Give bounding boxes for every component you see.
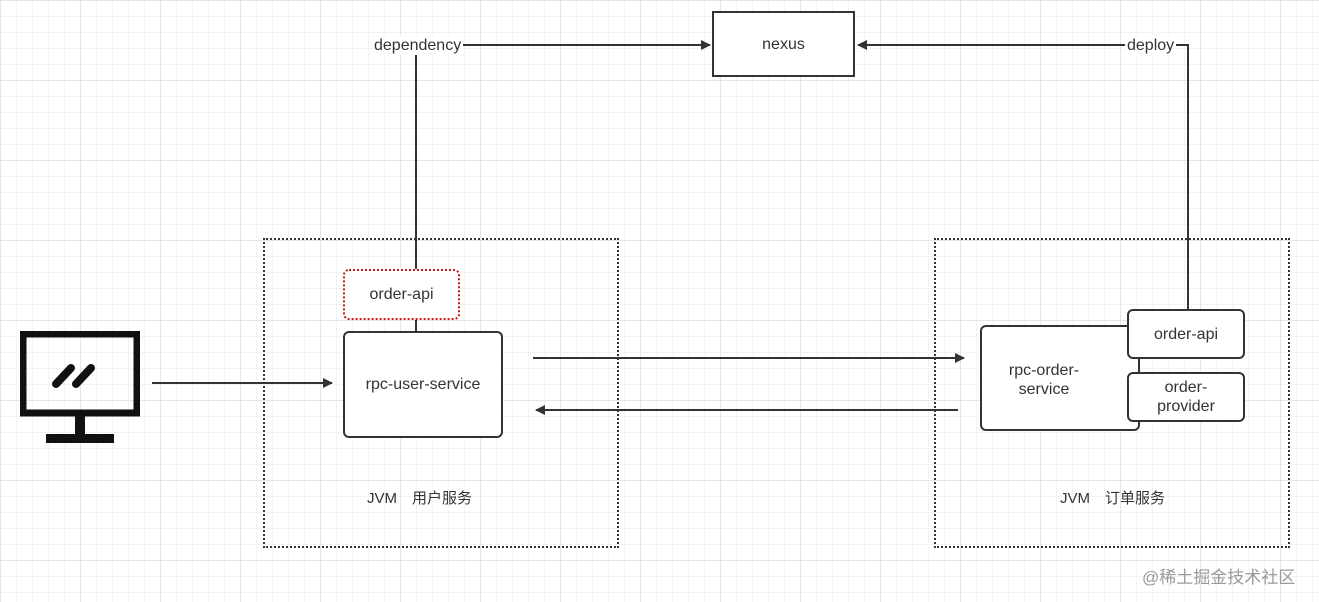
computer-monitor-icon — [20, 331, 140, 443]
node-order-api-dependency: order-api — [343, 269, 460, 320]
node-order-provider-label: order- provider — [1157, 379, 1215, 415]
node-rpc-user-service: rpc-user-service — [343, 331, 503, 438]
edge-dependency — [415, 40, 711, 270]
container-order-jvm-label: JVM 订单服务 — [1060, 490, 1166, 507]
edge-label-deploy: deploy — [1125, 36, 1177, 55]
container-user-jvm — [263, 238, 619, 548]
container-order-jvm — [934, 238, 1290, 548]
node-order-api-provider: order-api — [1127, 309, 1245, 359]
node-order-provider: order- provider — [1127, 372, 1245, 422]
container-user-jvm-label: JVM 用户服务 — [367, 490, 473, 507]
edge-label-dependency: dependency — [372, 36, 464, 55]
node-rpc-order-service: rpc-order- service — [980, 325, 1140, 431]
edge-deploy — [857, 40, 1189, 310]
node-rpc-order-service-label: rpc-order- service — [1008, 362, 1080, 398]
node-nexus: nexus — [712, 11, 855, 77]
watermark: @稀土掘金技术社区 — [1142, 568, 1296, 587]
